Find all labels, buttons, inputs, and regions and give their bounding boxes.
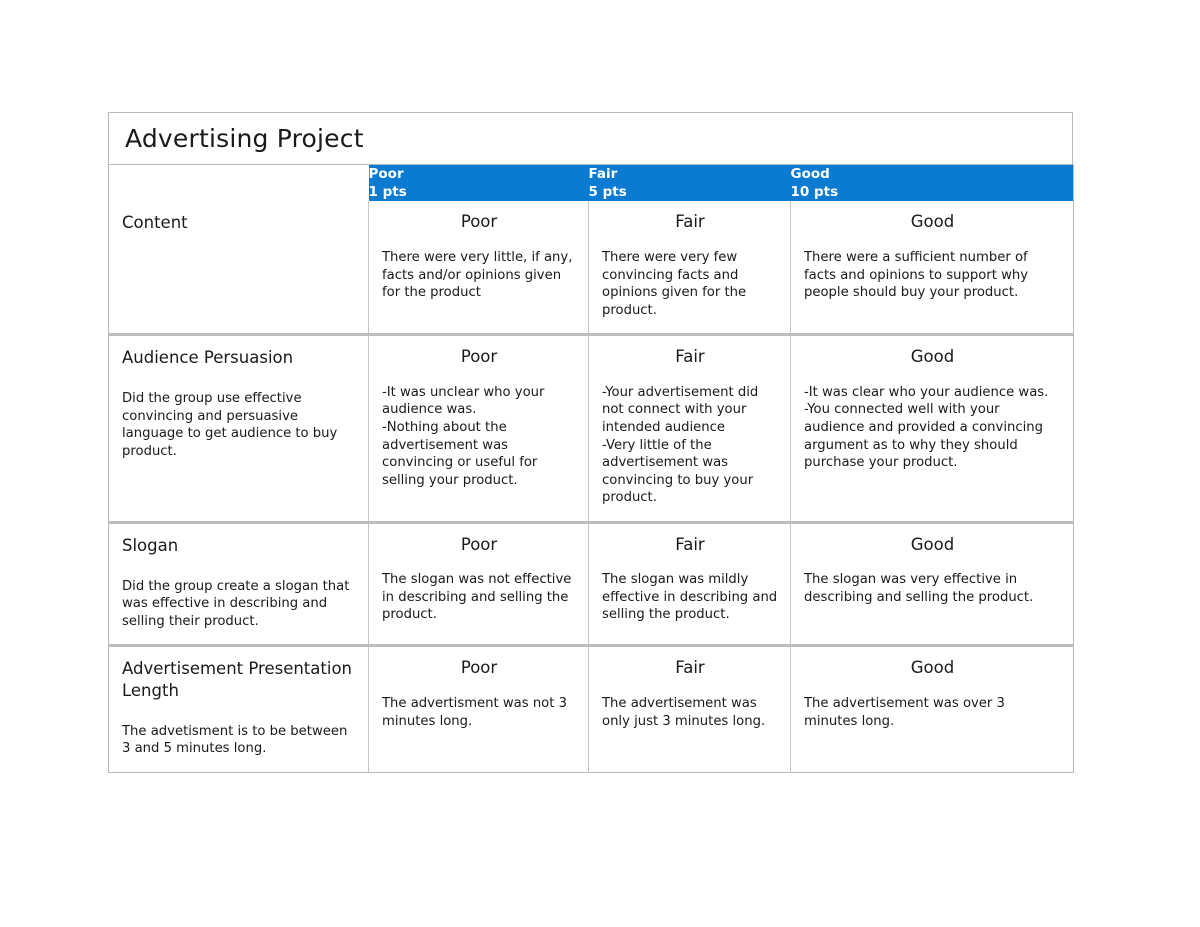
rubric-container: Advertising Project Poor 1 pts Fair — [108, 112, 1074, 773]
rating-label-fair: Fair — [675, 534, 705, 554]
rating-description-good: The slogan was very effective in describ… — [804, 572, 1034, 605]
rating-label-poor: Poor — [460, 534, 498, 554]
rubric-table: Poor 1 pts Fair 5 pts Good 10 pts — [108, 164, 1074, 773]
rating-description-fair: The slogan was mildly effective in descr… — [602, 572, 778, 623]
cell-poor: Poor There were very little, if any, fac… — [368, 201, 589, 337]
criteria-description: The advetisment is to be between 3 and 5… — [122, 723, 348, 757]
cell-fair: Fair The advertisement was only just 3 m… — [588, 645, 791, 773]
rating-label-poor: Poor — [460, 658, 498, 678]
header-points-fair: 5 pts — [588, 184, 627, 201]
cell-poor: Poor The advertisment was not 3 minutes … — [368, 645, 589, 773]
cell-fair: Fair -Your advertisement did not connect… — [588, 334, 791, 524]
header-label-good: Good — [790, 166, 830, 182]
cell-good: Good There were a sufficient number of f… — [790, 201, 1074, 337]
criteria-title: Content — [122, 213, 188, 233]
header-cell-poor: Poor 1 pts — [368, 164, 589, 202]
rating-label-good: Good — [910, 534, 955, 554]
rating-description-fair: The advertisement was only just 3 minute… — [602, 696, 766, 729]
cell-criteria: Audience Persuasion Did the group use ef… — [108, 334, 369, 524]
header-label-poor: Poor — [368, 166, 404, 182]
cell-criteria: Advertisement Presentation Length The ad… — [108, 645, 369, 773]
table-header-row: Poor 1 pts Fair 5 pts Good 10 pts — [108, 164, 1074, 202]
rating-label-good: Good — [910, 347, 955, 367]
header-points-poor: 1 pts — [368, 184, 407, 201]
criteria-title: Advertisement Presentation Length — [122, 659, 352, 700]
rating-label-fair: Fair — [675, 658, 705, 678]
header-cell-good: Good 10 pts — [790, 164, 1074, 202]
rating-label-poor: Poor — [460, 212, 498, 232]
cell-criteria: Slogan Did the group create a slogan tha… — [108, 522, 369, 648]
rating-description-poor: -It was unclear who your audience was. -… — [382, 384, 545, 488]
header-cell-criteria — [108, 164, 369, 202]
criteria-description: Did the group use effective convincing a… — [122, 391, 338, 459]
rating-description-good: There were a sufficient number of facts … — [804, 250, 1029, 301]
cell-good: Good -It was clear who your audience was… — [790, 334, 1074, 524]
rating-description-good: -It was clear who your audience was. -Yo… — [804, 384, 1049, 471]
criteria-description: Did the group create a slogan that was e… — [122, 578, 350, 629]
cell-good: Good The slogan was very effective in de… — [790, 522, 1074, 648]
rubric-title-bar: Advertising Project — [108, 112, 1073, 164]
header-cell-fair: Fair 5 pts — [588, 164, 791, 202]
cell-poor: Poor The slogan was not effective in des… — [368, 522, 589, 648]
rating-label-good: Good — [910, 658, 955, 678]
table-row: Content Poor There were very little, if … — [108, 201, 1074, 337]
cell-good: Good The advertisement was over 3 minute… — [790, 645, 1074, 773]
page-title: Advertising Project — [125, 123, 364, 153]
criteria-title: Slogan — [122, 535, 179, 555]
cell-poor: Poor -It was unclear who your audience w… — [368, 334, 589, 524]
rating-label-fair: Fair — [675, 212, 705, 232]
rating-label-fair: Fair — [675, 347, 705, 367]
table-row: Audience Persuasion Did the group use ef… — [108, 334, 1074, 524]
criteria-title: Audience Persuasion — [122, 348, 294, 368]
rating-description-good: The advertisement was over 3 minutes lon… — [804, 696, 1005, 729]
table-row: Advertisement Presentation Length The ad… — [108, 645, 1074, 773]
rating-label-poor: Poor — [460, 347, 498, 367]
table-row: Slogan Did the group create a slogan tha… — [108, 522, 1074, 648]
cell-criteria: Content — [108, 201, 369, 337]
header-points-good: 10 pts — [790, 184, 839, 201]
cell-fair: Fair The slogan was mildly effective in … — [588, 522, 791, 648]
cell-fair: Fair There were very few convincing fact… — [588, 201, 791, 337]
rating-description-poor: There were very little, if any, facts an… — [382, 250, 573, 301]
rating-label-good: Good — [910, 212, 955, 232]
header-label-fair: Fair — [588, 166, 618, 182]
rating-description-fair: -Your advertisement did not connect with… — [602, 384, 759, 506]
rating-description-poor: The slogan was not effective in describi… — [382, 572, 572, 623]
rating-description-poor: The advertisment was not 3 minutes long. — [382, 696, 568, 729]
rating-description-fair: There were very few convincing facts and… — [602, 250, 747, 318]
